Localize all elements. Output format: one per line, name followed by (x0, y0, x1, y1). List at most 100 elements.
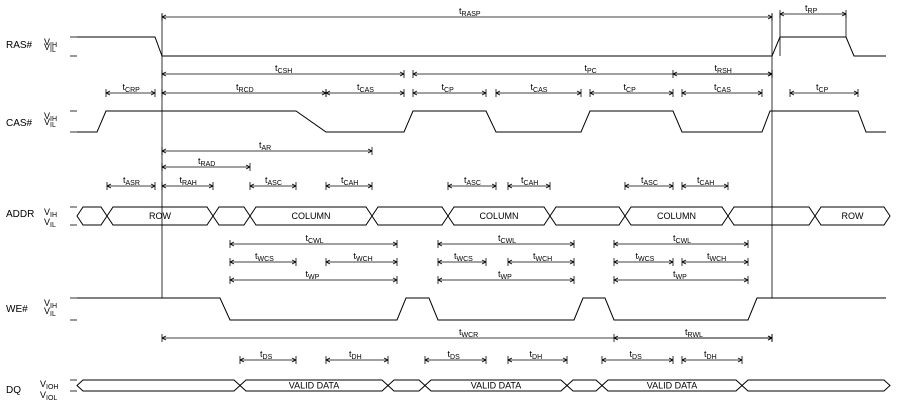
signal-label-cas: CAS# (6, 118, 33, 129)
dimension-t-rwl-label: tRWL (685, 327, 703, 339)
dimension-t-cas: tCAS (325, 82, 405, 97)
dimension-t-dh-sub: DH (707, 354, 717, 361)
dimension-t-cas-sub: CAS (360, 87, 375, 94)
dimension-t-cwl-sub: CWL (501, 238, 517, 245)
dimension-t-wcs-label: tWCS (255, 251, 274, 263)
dimension-t-ar-t: t (259, 140, 262, 150)
cas-waveform (77, 110, 886, 133)
dimension-t-rasp-arrows (161, 14, 773, 20)
dimension-t-wcs-t: t (636, 251, 639, 261)
dimension-t-asc-sub: ASC (268, 180, 282, 187)
dimension-t-rah-arrows (161, 183, 214, 189)
addr-column-2-label: COLUMN (479, 211, 518, 221)
dq-valid-data-1-label: VALID DATA (289, 381, 340, 391)
dimension-t-ds-sub: DS (632, 354, 642, 361)
dimension-t-cwl: tCWL (613, 233, 749, 248)
addr-column-3-label: COLUMN (657, 211, 696, 221)
dimension-t-wch-t: t (533, 251, 536, 261)
dimension-t-rcd-arrows (161, 90, 327, 96)
dimension-t-cp: tCP (589, 82, 674, 97)
level-vil-2-base: V (44, 217, 50, 227)
dimension-t-dh: tDH (507, 349, 568, 364)
level-vil-0: VIL (44, 42, 56, 54)
dimension-t-wcs-arrows (229, 259, 297, 265)
level-vih-1-sub: IH (50, 116, 57, 123)
dimension-t-cah-label: tCAH (697, 175, 714, 187)
dimension-t-cwl-t: t (306, 233, 309, 243)
dimension-t-wcr-sub: WCR (462, 332, 479, 339)
dimension-t-wp-arrows (437, 277, 575, 283)
dimension-t-wch: tWCH (681, 251, 749, 266)
dimension-t-wp-label: tWP (498, 269, 512, 281)
level-vih-3-sub: IH (50, 303, 57, 310)
level-vil-3-sub: IL (50, 311, 56, 318)
dimension-t-rah-sub: RAH (182, 180, 197, 187)
level-vih-3-base: V (44, 298, 50, 308)
dq-valid-data-3-label: VALID DATA (647, 381, 698, 391)
dimension-t-dh-arrows (325, 357, 389, 363)
dq-valid-data-2-label: VALID DATA (471, 381, 522, 391)
dimension-t-rad: tRAD (161, 156, 251, 171)
dimension-t-crp-arrows (105, 90, 156, 96)
dimension-t-ar-label: tAR (259, 140, 271, 152)
dimension-t-ds-t: t (260, 349, 263, 359)
dimension-t-pc-label: tPC (585, 63, 597, 75)
addr-idle (76, 206, 108, 226)
dimension-t-csh-label: tCSH (275, 63, 292, 75)
dimension-t-cah: tCAH (507, 175, 551, 190)
dimension-t-dh-label: tDH (530, 349, 543, 361)
signal-label-ras: RAS# (6, 40, 33, 51)
level-vil-1-sub: IL (50, 122, 56, 129)
dimension-t-asc-t: t (265, 175, 268, 185)
dimension-t-ds: tDS (239, 349, 297, 364)
level-viol-base: V (40, 390, 46, 400)
dimension-t-wp-arrows (613, 277, 749, 283)
dimension-t-wch-t: t (354, 251, 357, 261)
dimension-t-rp-arrows (779, 11, 847, 17)
level-vih-1-base: V (44, 111, 50, 121)
dimension-t-rsh: tRSH (672, 63, 773, 78)
dimension-t-cah-t: t (697, 175, 700, 185)
dimension-t-asc-sub: ASC (644, 180, 658, 187)
dimension-t-cp-sub: CP (626, 87, 636, 94)
dimension-t-cas-t: t (357, 82, 360, 92)
dimension-t-wp-t: t (673, 269, 676, 279)
dimension-t-rasp: tRASP (161, 6, 773, 21)
level-vil-1-base: V (44, 117, 50, 127)
dimension-t-cah-arrows (681, 183, 729, 189)
level-vil-3-base: V (44, 306, 50, 316)
dimension-t-rwl-arrows (613, 335, 773, 341)
dimension-t-cas-arrows (681, 90, 763, 96)
dimension-t-cp-arrows (789, 90, 859, 96)
dimension-t-dh-sub: DH (532, 354, 542, 361)
dimension-t-wch-arrows (681, 259, 749, 265)
dimension-t-wcr: tWCR (161, 327, 773, 342)
addr-transition (727, 206, 816, 226)
level-vih-0-sub: IH (50, 42, 57, 49)
dimension-t-cas: tCAS (681, 82, 763, 97)
dimension-t-ar-arrows (161, 148, 373, 154)
dimension-t-ds-arrows (424, 357, 487, 363)
dimension-t-cwl-sub: CWL (676, 238, 692, 245)
signal-label-dq: DQ (6, 385, 21, 396)
dimension-t-wp-sub: WP (308, 274, 320, 281)
dimension-t-crp-sub: CRP (125, 87, 140, 94)
dimension-t-asr-arrows (106, 183, 156, 189)
dimension-t-cwl-label: tCWL (673, 233, 691, 245)
addr-row-2-label: ROW (842, 211, 865, 221)
dimension-t-dh: tDH (681, 349, 743, 364)
dimension-t-dh-label: tDH (704, 349, 717, 361)
dimension-t-cp-label: tCP (624, 82, 637, 94)
dimension-t-dh-t: t (704, 349, 707, 359)
dimension-t-wch-label: tWCH (533, 251, 552, 263)
dimension-t-cas-t: t (714, 82, 717, 92)
level-vih-2-base: V (44, 207, 50, 217)
dimension-t-pc-t: t (585, 63, 588, 73)
dimension-t-ar: tAR (161, 140, 373, 155)
level-vih-2: VIH (44, 207, 57, 219)
dimension-t-wcr-label: tWCR (459, 327, 478, 339)
dimension-t-cwl-sub: CWL (308, 238, 324, 245)
dimension-t-wch-sub: WCH (710, 256, 727, 263)
level-viol: VIOL (40, 390, 57, 402)
dimension-t-cp-t: t (624, 82, 627, 92)
